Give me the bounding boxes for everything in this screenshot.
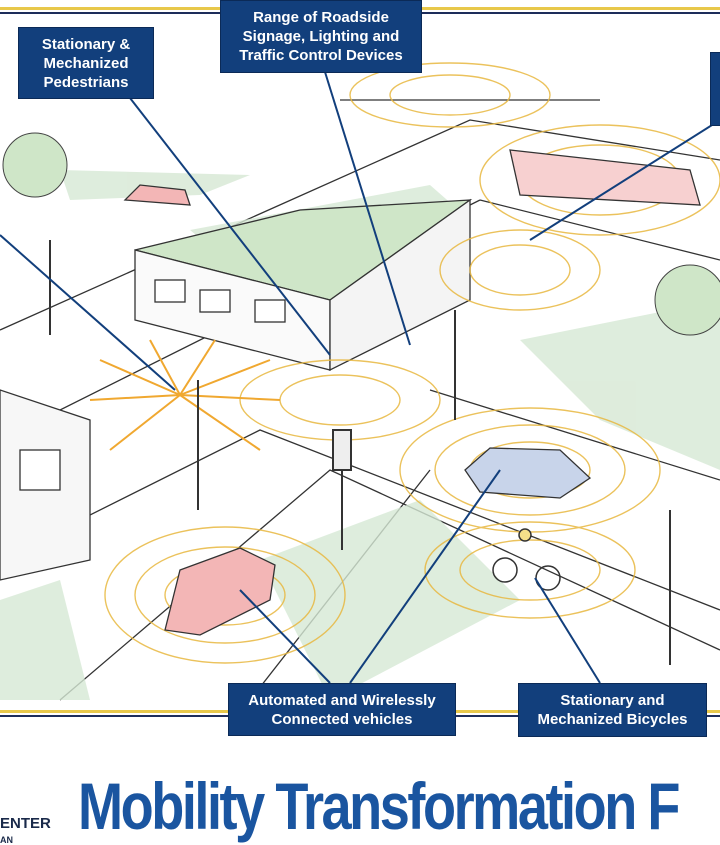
wireless-rings	[104, 62, 720, 664]
bus	[509, 149, 701, 206]
callout-lines	[0, 71, 720, 684]
small-car	[123, 184, 191, 206]
page-title: Mobility Transformation F	[78, 769, 680, 843]
logo-text: ENTER	[0, 815, 51, 832]
trees	[2, 132, 720, 336]
red-car	[164, 547, 276, 636]
blue-car	[464, 447, 592, 499]
building	[134, 198, 473, 372]
signal-burst	[89, 339, 281, 451]
label-bicycles: Stationary and Mechanized Bicycles	[518, 683, 707, 737]
label-pedestrians: Stationary & Mechanized Pedestrians	[18, 27, 154, 99]
poles	[49, 240, 671, 665]
left-building	[0, 389, 91, 581]
logo-subtext: AN	[0, 835, 13, 845]
label-signage: Range of Roadside Signage, Lighting and …	[220, 0, 422, 73]
label-partial-right	[710, 52, 720, 126]
intersection-illustration	[0, 7, 720, 717]
vehicles	[123, 149, 701, 636]
bicycle	[492, 528, 561, 591]
label-vehicles: Automated and Wirelessly Connected vehic…	[228, 683, 456, 736]
